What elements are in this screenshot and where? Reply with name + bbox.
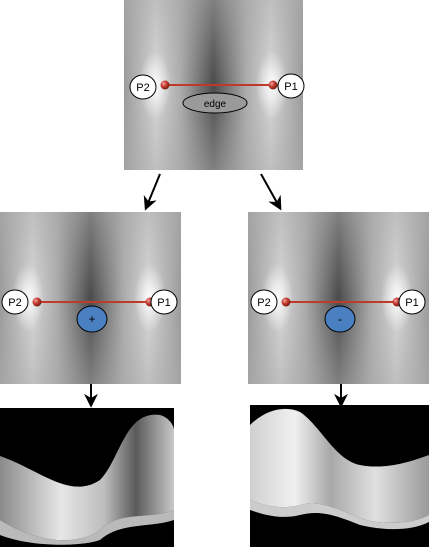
left-p1-label: P1	[157, 297, 170, 309]
right-p1-label: P1	[405, 297, 418, 309]
right-field-panel: P2 P1 -	[248, 212, 429, 384]
top-p2-label: P2	[136, 82, 149, 94]
right-sign-label: -	[338, 312, 342, 326]
left-p2-label: P2	[8, 297, 21, 309]
right-p2-bubble	[250, 289, 278, 315]
right-surface-plot	[250, 405, 429, 547]
top-field-panel: P2 P1 edge	[124, 0, 305, 170]
left-point-p2-dot	[32, 297, 42, 307]
top-p2-bubble	[129, 74, 157, 100]
right-point-p2-dot	[281, 297, 291, 307]
left-surface-plot	[0, 408, 174, 547]
arrow-to-right-panel	[260, 173, 282, 211]
top-p1-bubble	[277, 73, 305, 99]
left-p1-bubble	[150, 289, 178, 315]
right-surface-shape	[250, 408, 429, 523]
left-p2-bubble	[1, 289, 29, 315]
right-p1-bubble	[398, 289, 426, 315]
left-field-panel: P2 P1 +	[0, 212, 181, 384]
right-minus-bubble	[324, 305, 356, 333]
edge-label: edge	[204, 99, 227, 110]
left-sign-label: +	[88, 312, 95, 326]
top-point-p2-dot	[160, 80, 170, 90]
top-point-p1-dot	[268, 80, 278, 90]
arrow-to-left-panel	[143, 173, 161, 211]
left-surface-shape	[0, 414, 174, 541]
top-p1-label: P1	[284, 81, 297, 93]
edge-bubble	[182, 92, 248, 114]
left-plus-bubble	[76, 305, 108, 333]
right-p2-label: P2	[257, 297, 270, 309]
